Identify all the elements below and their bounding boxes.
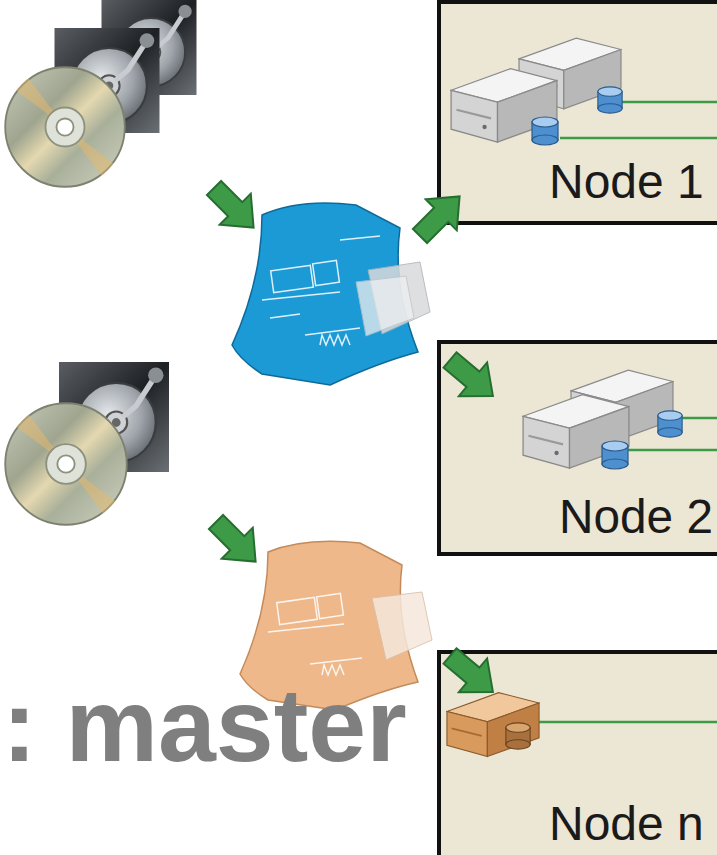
node-label: Node n bbox=[549, 796, 704, 851]
server-group bbox=[451, 38, 717, 145]
blueprint-orange bbox=[240, 541, 432, 710]
green-arrow bbox=[436, 343, 507, 413]
database-icon bbox=[658, 411, 682, 437]
media-group bbox=[5, 362, 169, 525]
blueprint-blue bbox=[232, 203, 430, 385]
cd-disc bbox=[5, 403, 127, 525]
database-icon bbox=[532, 117, 558, 145]
database-icon bbox=[598, 87, 622, 113]
database-icon bbox=[506, 723, 530, 749]
node-label: Node 1 bbox=[549, 154, 704, 209]
server-group bbox=[523, 370, 717, 469]
database-icon bbox=[602, 441, 628, 469]
green-arrow bbox=[200, 506, 271, 577]
cd-disc bbox=[5, 67, 125, 187]
green-arrow bbox=[404, 181, 475, 252]
flow-arrows bbox=[198, 172, 507, 708]
server-icon bbox=[447, 693, 539, 757]
title-label: : master bbox=[2, 668, 407, 782]
server-icon bbox=[523, 395, 629, 468]
green-arrow bbox=[198, 172, 269, 243]
node-label: Node 2 bbox=[559, 490, 713, 545]
server-group bbox=[447, 693, 717, 757]
media-group bbox=[5, 0, 196, 187]
